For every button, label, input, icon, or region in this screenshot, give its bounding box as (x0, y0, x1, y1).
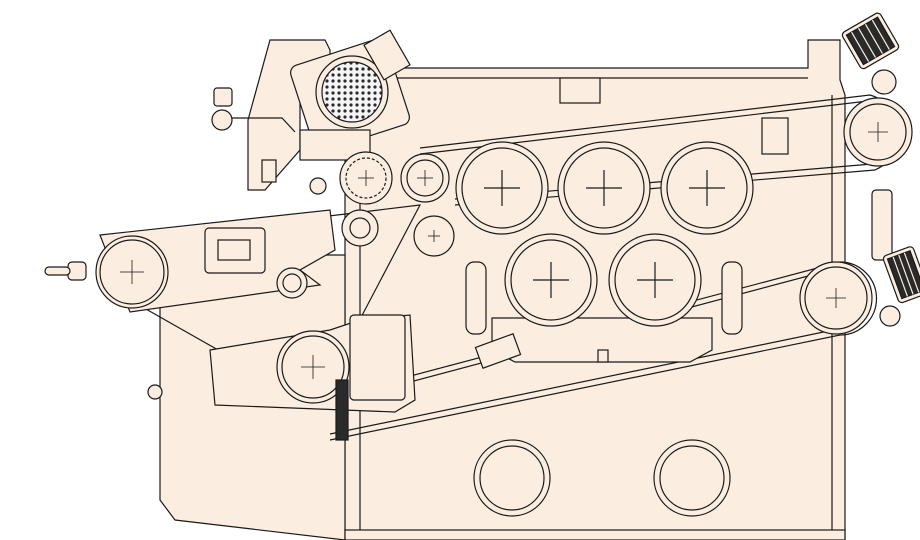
base-ports (473, 439, 731, 517)
upper-handle-cap (213, 87, 233, 107)
lower-drive-motor (882, 246, 920, 304)
left-belt-arm (44, 209, 336, 313)
left-arm-idler (276, 267, 308, 299)
right-pulleys (761, 69, 913, 335)
lower-roller-tray (465, 261, 743, 369)
tray-post (597, 349, 609, 363)
upper-handle-rod (232, 117, 296, 133)
crosshairs (120, 122, 888, 379)
gear-roller-teeth (345, 157, 387, 199)
lower-roller-row (504, 233, 702, 327)
left-arm-handle-cap (67, 261, 87, 281)
upper-mount (761, 117, 789, 155)
upper-roller-3 (660, 141, 754, 235)
lower-arm-rod (335, 379, 349, 441)
left-arm-handle-grip (44, 266, 71, 276)
guide-roller (341, 209, 379, 247)
right-lower-pulley-inner (804, 266, 868, 330)
upper-roller-2 (557, 141, 651, 235)
lower-arm-plate (349, 314, 406, 401)
tensioner-cylinder (871, 189, 893, 261)
upper-handle (211, 87, 296, 183)
base-port-left (473, 439, 551, 517)
lower-roller-2 (608, 233, 702, 327)
guide-roller-inner (349, 217, 371, 239)
lower-belt (319, 261, 878, 441)
top-motor-hub (871, 69, 897, 95)
lower-roller-1 (504, 233, 598, 327)
tray-lever (474, 333, 522, 369)
upper-handle-knob (211, 109, 233, 131)
base-port-right-inner (659, 445, 725, 511)
right-top-pulley-inner (849, 103, 907, 161)
tray-slot-right (721, 261, 743, 335)
lower-motor-hub (879, 305, 901, 327)
feed-mesh (321, 61, 383, 123)
base-plate (344, 529, 846, 540)
upper-roller-row (455, 141, 754, 235)
upper-roller-1 (455, 141, 549, 235)
left-arm-window (217, 239, 251, 261)
lower-side-knob (147, 384, 163, 400)
tray-slot-left (465, 261, 487, 335)
small-rollers (309, 151, 455, 257)
small-pin (309, 177, 327, 195)
lower-arm-pulley-inner (281, 335, 345, 399)
feed-roller-inner (406, 159, 444, 197)
right-drive-units (841, 12, 920, 304)
upper-small-block (261, 159, 277, 183)
left-arm-idler-inner (282, 273, 302, 293)
top-drive-motor (841, 12, 900, 70)
feed-latch (363, 29, 411, 81)
base-port-left-inner (479, 445, 545, 511)
top-bracket (559, 77, 601, 104)
top-feed-unit (290, 29, 411, 161)
base-port-right (653, 439, 731, 517)
left-arm-pulley-inner (99, 239, 165, 305)
